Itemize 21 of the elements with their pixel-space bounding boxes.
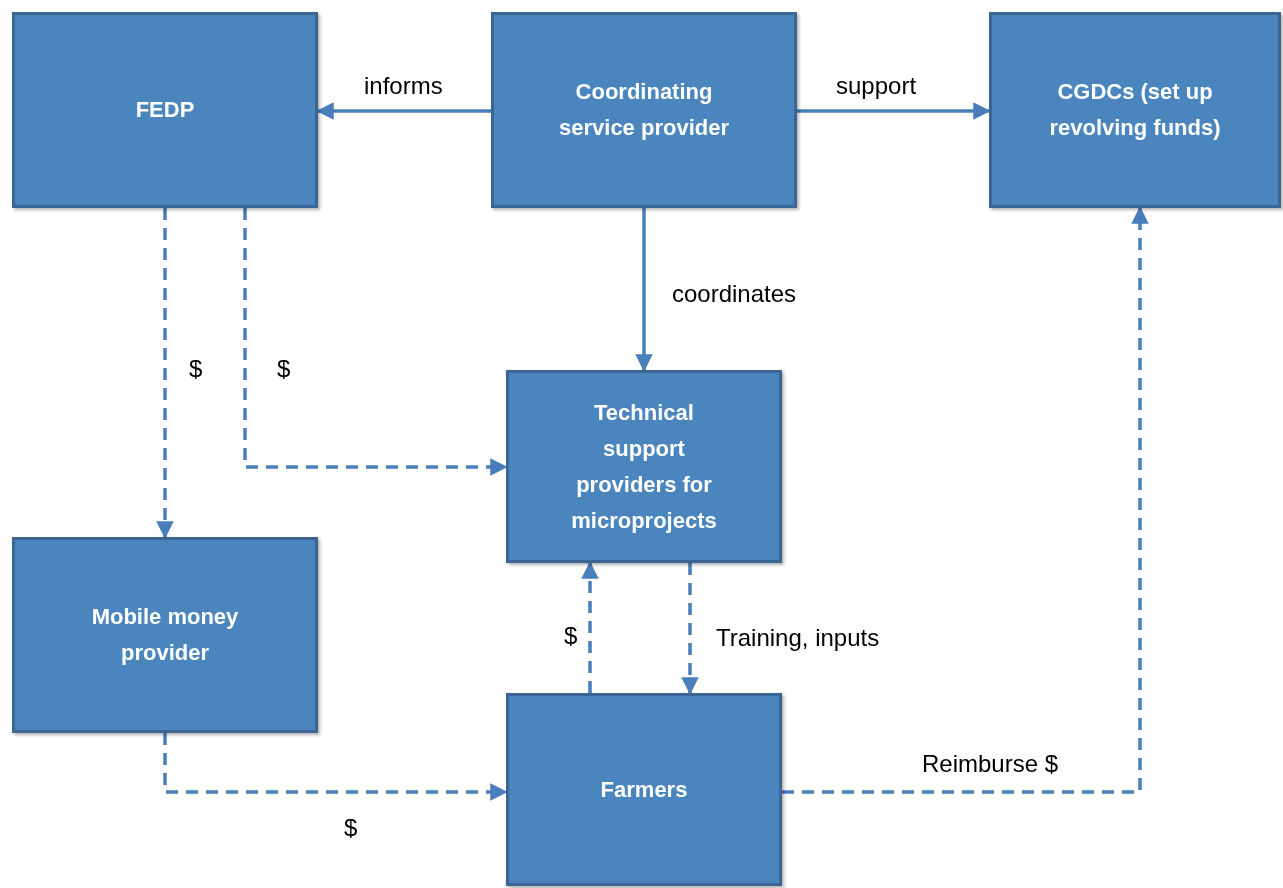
process-box bbox=[491, 12, 797, 208]
arrow bbox=[782, 206, 1149, 794]
arrow bbox=[581, 561, 599, 693]
arrow bbox=[243, 208, 508, 476]
arrow bbox=[156, 208, 174, 539]
box-label: Coordinating service provider bbox=[558, 78, 730, 142]
process-box bbox=[989, 12, 1281, 208]
process-box bbox=[506, 693, 782, 886]
arrow bbox=[681, 563, 699, 695]
arrow bbox=[316, 102, 491, 120]
box-label: CGDCs (set up revolving funds) bbox=[1048, 78, 1222, 142]
box-label: Technical support providers for microprojects bbox=[570, 398, 718, 535]
arrow bbox=[797, 102, 991, 120]
box-label: FEDP bbox=[135, 96, 195, 124]
box-label: Farmers bbox=[600, 775, 688, 804]
arrow bbox=[163, 733, 508, 801]
process-box bbox=[12, 537, 318, 733]
process-box bbox=[12, 12, 318, 208]
arrow bbox=[635, 208, 653, 372]
box-label: Mobile money provider bbox=[90, 603, 240, 667]
process-box bbox=[506, 370, 782, 563]
